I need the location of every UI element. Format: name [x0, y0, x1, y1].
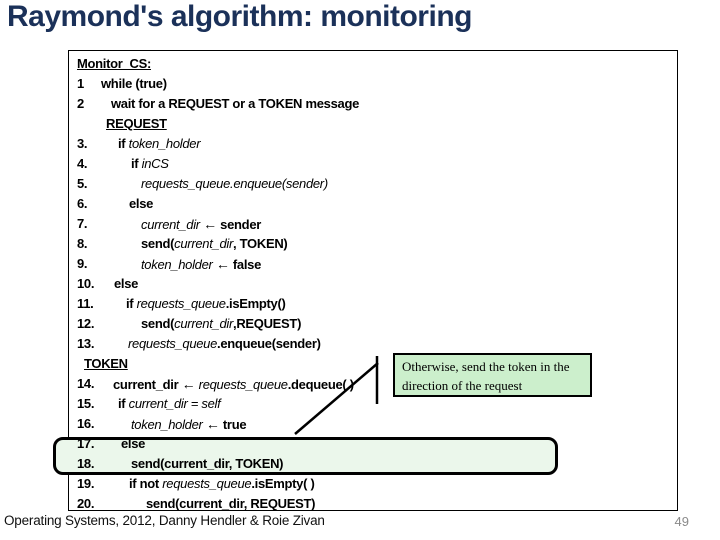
code-text: requests_queue.enqueue(sender)	[141, 176, 328, 191]
code-text: if current_dir = self	[118, 396, 221, 411]
line-number: 6.	[77, 196, 88, 211]
code-text: if not requests_queue.isEmpty( )	[129, 476, 315, 491]
code-line: 15. if current_dir = self	[69, 394, 677, 414]
code-text: send(current_dir, TOKEN)	[131, 456, 284, 471]
code-line: 18. send(current_dir, TOKEN)	[69, 454, 677, 474]
code-line: 9. token_holder ← false	[69, 254, 677, 274]
callout-text: Otherwise, send the token in the directi…	[402, 359, 570, 393]
line-number: 15.	[77, 396, 95, 411]
code-text: current_dir ← sender	[141, 216, 262, 232]
line-number: 18.	[77, 456, 95, 471]
line-number: 1	[77, 76, 84, 91]
code-line: 11. if requests_queue.isEmpty()	[69, 294, 677, 314]
code-label-text: TOKEN	[84, 356, 128, 371]
line-number: 20.	[77, 496, 95, 511]
code-section-label: TOKEN	[69, 354, 677, 374]
page-number: 49	[674, 514, 689, 529]
code-line: 8. send(current_dir, TOKEN)	[69, 234, 677, 254]
code-text: wait for a REQUEST or a TOKEN message	[111, 96, 360, 111]
code-line: 19. if not requests_queue.isEmpty( )	[69, 474, 677, 494]
line-number: 14.	[77, 376, 95, 391]
code-line: 5. requests_queue.enqueue(sender)	[69, 174, 677, 194]
code-line: 6. else	[69, 194, 677, 214]
pseudocode-panel: Monitor_CS: 1 while (true) 2 wait for a REQU…	[68, 50, 678, 511]
line-number: 11.	[77, 296, 94, 311]
code-text: else	[114, 276, 139, 291]
pseudocode-lines: Monitor_CS: 1 while (true) 2 wait for a REQU…	[69, 51, 677, 514]
code-text: if inCS	[131, 156, 169, 171]
code-line: 1 while (true)	[69, 74, 677, 94]
code-line: 17. else	[69, 434, 677, 454]
line-number: 7.	[77, 216, 88, 231]
footer-credit: Operating Systems, 2012, Danny Hendler &…	[4, 513, 325, 528]
code-section-label: Monitor_CS:	[69, 54, 677, 74]
code-line: 2 wait for a REQUEST or a TOKEN message	[69, 94, 677, 114]
code-line: 3. if token_holder	[69, 134, 677, 154]
code-label-text: Monitor_CS:	[77, 56, 151, 71]
line-number: 8.	[77, 236, 88, 251]
code-line: 10. else	[69, 274, 677, 294]
line-number: 16.	[77, 416, 95, 431]
callout-note: Otherwise, send the token in the directi…	[393, 353, 592, 397]
code-text: if requests_queue.isEmpty()	[126, 296, 286, 311]
code-text: token_holder ← true	[131, 416, 247, 432]
line-number: 19.	[77, 476, 95, 491]
code-text: send(current_dir, REQUEST)	[146, 496, 316, 511]
highlight-box-lines-17-18	[53, 437, 558, 475]
line-number: 13.	[77, 336, 95, 351]
line-number: 10.	[77, 276, 95, 291]
code-label-text: REQUEST	[106, 116, 167, 131]
line-number: 17.	[77, 436, 95, 451]
code-text: current_dir ← requests_queue.dequeue( )	[113, 376, 354, 392]
code-text: token_holder ← false	[141, 256, 262, 272]
code-text: if token_holder	[118, 136, 201, 151]
code-line: 4. if inCS	[69, 154, 677, 174]
code-line: 12. send(current_dir,REQUEST)	[69, 314, 677, 334]
code-text: requests_queue.enqueue(sender)	[128, 336, 321, 351]
line-number: 12.	[77, 316, 95, 331]
code-text: else	[121, 436, 146, 451]
code-line: 13. requests_queue.enqueue(sender)	[69, 334, 677, 354]
line-number: 4.	[77, 156, 88, 171]
code-text: send(current_dir, TOKEN)	[141, 236, 288, 251]
line-number: 3.	[77, 136, 88, 151]
code-line: 16. token_holder ← true	[69, 414, 677, 434]
code-text: send(current_dir,REQUEST)	[141, 316, 302, 331]
code-text: else	[129, 196, 154, 211]
code-line: 20. send(current_dir, REQUEST)	[69, 494, 677, 514]
code-section-label: REQUEST	[69, 114, 677, 134]
page-title: Raymond's algorithm: monitoring	[7, 0, 472, 33]
line-number: 9.	[77, 256, 88, 271]
code-line: 7. current_dir ← sender	[69, 214, 677, 234]
code-text: while (true)	[101, 76, 167, 91]
line-number: 5.	[77, 176, 88, 191]
line-number: 2	[77, 96, 84, 111]
